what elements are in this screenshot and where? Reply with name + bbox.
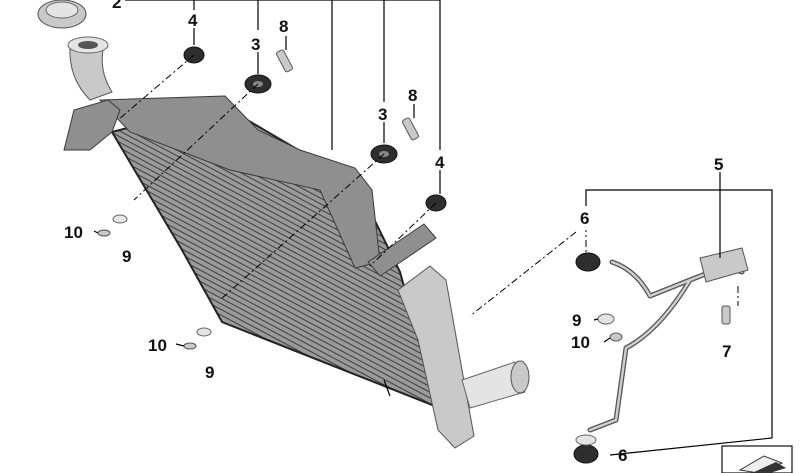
callout-8b: 8 [408, 86, 417, 105]
radiator-top-frame [98, 95, 381, 269]
callouts: 2 4 3 8 3 8 4 10 9 10 9 5 6 9 10 7 6 [64, 0, 731, 465]
filler-cap [37, 0, 87, 29]
callout-10a: 10 [64, 223, 83, 242]
bracket-tube [587, 259, 745, 433]
callout-8a: 8 [279, 17, 288, 36]
washer-9c [597, 313, 615, 325]
mount-hardware [97, 46, 447, 350]
clip-10a [97, 229, 111, 237]
outlet-pipe [461, 360, 530, 409]
washer-6b-top [575, 434, 597, 446]
callout-6a: 6 [580, 209, 589, 228]
pin-8a [275, 49, 293, 73]
callout-5: 5 [714, 155, 723, 174]
bracket-plate [699, 247, 749, 283]
callout-7: 7 [722, 342, 731, 361]
callout-6b: 6 [618, 446, 627, 465]
callout-9b: 9 [205, 363, 214, 382]
bolt-7 [721, 305, 731, 325]
upper-right-tab [367, 223, 437, 277]
grommet-6b [573, 444, 599, 464]
leader-lines [93, 0, 773, 456]
radiator [37, 0, 530, 449]
callout-9c: 9 [572, 311, 581, 330]
callout-3a: 3 [251, 35, 260, 54]
filler-neck [67, 36, 113, 101]
washer-9a [112, 214, 128, 224]
washer-9b [196, 327, 212, 337]
callout-3b: 3 [378, 105, 387, 124]
clip-10b [183, 342, 197, 350]
grommet-6a [575, 252, 601, 272]
callout-9a: 9 [122, 247, 131, 266]
callout-4b: 4 [435, 153, 445, 172]
left-mount-bracket [63, 99, 121, 151]
pin-8b [401, 117, 419, 141]
bracket-assembly [573, 247, 749, 464]
clip-10c [609, 332, 623, 342]
callout-10c: 10 [571, 333, 590, 352]
callout-4a: 4 [188, 11, 198, 30]
view-indicator-box [721, 445, 793, 473]
callout-2: 2 [112, 0, 121, 12]
radiator-right-tank [397, 265, 475, 449]
callout-10b: 10 [148, 336, 167, 355]
